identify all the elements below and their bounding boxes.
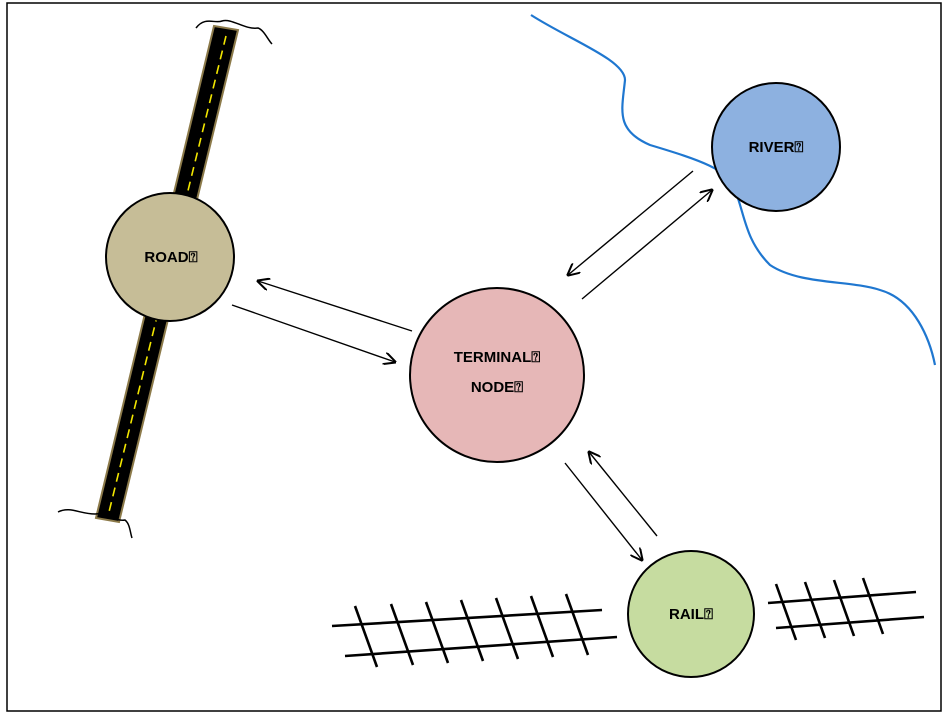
terminal-node-label-line1: TERMINAL⍰ [454,349,541,366]
connector-arrows [231,170,712,560]
rail-node-label: RAIL⍰ [669,606,713,623]
road-node[interactable]: ROAD⍰ [105,192,235,322]
rail-tracks-right [767,577,925,641]
rail-tracks-left [331,593,618,668]
arrow-road-to-terminal [231,304,395,362]
terminal-node[interactable]: TERMINAL⍰ NODE⍰ [409,287,585,463]
arrow-terminal-to-river [581,190,712,300]
diagram-frame [6,2,942,712]
terminal-node-circle [409,287,585,463]
road-torn-edge-bottom [57,509,133,539]
river-node-label: RIVER⍰ [749,139,804,156]
river-node[interactable]: RIVER⍰ [711,82,841,212]
terminal-node-label-line2: NODE⍰ [471,379,523,396]
road-node-label: ROAD⍰ [144,249,197,266]
river-node-circle [711,82,841,212]
arrow-terminal-to-road [258,281,413,332]
arrow-terminal-to-rail [564,462,642,560]
road-torn-edge-top [195,19,273,45]
rail-node-circle [627,550,755,678]
rail-node[interactable]: RAIL⍰ [627,550,755,678]
road-node-circle [105,192,235,322]
arrow-rail-to-terminal [589,452,658,537]
arrow-river-to-terminal [568,170,694,275]
